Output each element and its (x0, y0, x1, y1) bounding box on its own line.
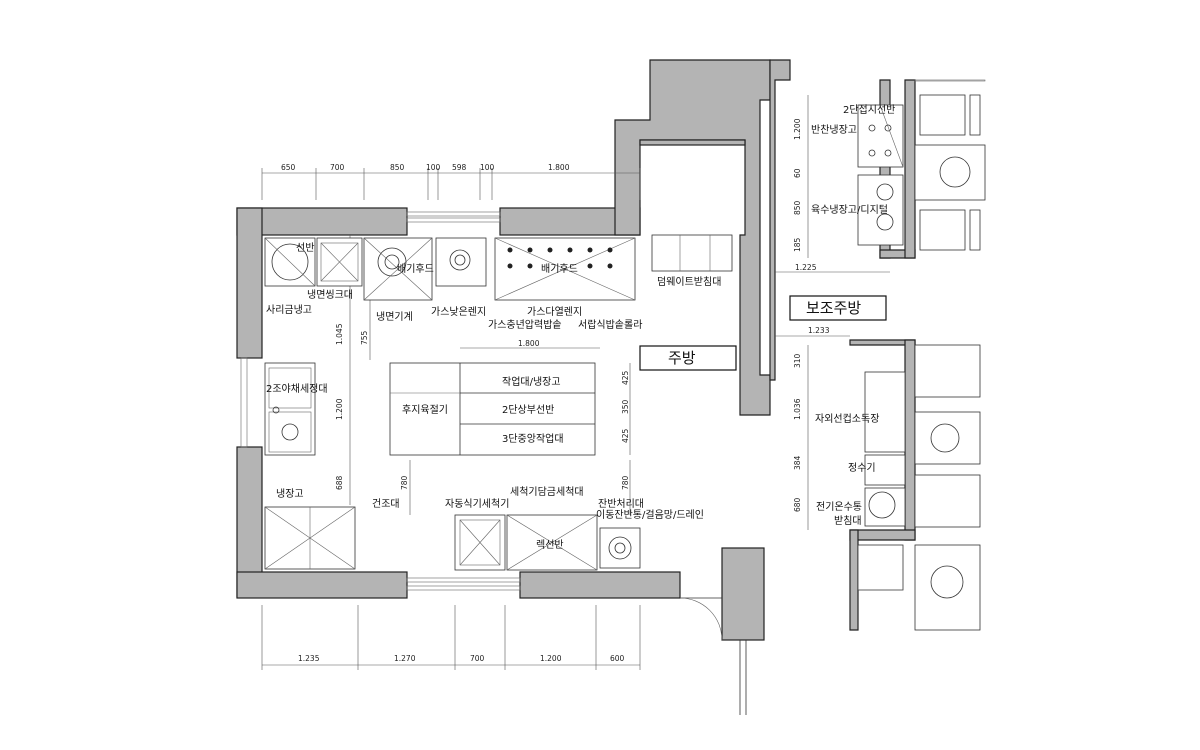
label-refrigerator: 냉장고 (276, 488, 304, 500)
label-noodle-sink: 냉면씽크대 (307, 289, 353, 301)
label-gas-pressure: 가스충년압력밥솥 (488, 318, 562, 331)
dim-sub-310: 310 (793, 353, 802, 368)
dim-bottom-700: 700 (470, 654, 485, 663)
main-kitchen-label: 주방 (668, 349, 696, 367)
windows (240, 211, 521, 591)
label-sub-side-fridge: 반찬냉장고 (811, 124, 857, 136)
main-labels: 선반 냉면씽크대 사리금냉고 배기후드 냉면기계 가스낮은렌지 배기후드 가스다… (266, 242, 721, 551)
dim-sub-680: 680 (793, 497, 802, 512)
dim-island-350: 350 (621, 399, 630, 414)
dim-island-425a: 425 (621, 370, 630, 385)
dim-bottom-600: 600 (610, 654, 625, 663)
dim-sub-384: 384 (793, 455, 802, 470)
dim-top-700: 700 (330, 163, 345, 172)
dim-top-850: 850 (390, 163, 405, 172)
label-veg-wash: 2조야채세정대 (266, 383, 328, 395)
label-drawer-rice: 서랍식밥솥롤라 (578, 318, 642, 331)
label-dryer: 건조대 (372, 498, 400, 510)
sub-kitchen-title: 보조주방 (789, 295, 887, 321)
bottom-counter (454, 514, 641, 571)
dim-sub-1200: 1.200 (793, 118, 802, 140)
dim-sub-1036: 1.036 (793, 398, 802, 420)
label-rack-shelf: 렉선반 (536, 539, 564, 551)
label-shelf: 선반 (296, 242, 314, 254)
dim-top-1800: 1.800 (548, 163, 570, 172)
dim-v-1045: 1.045 (335, 323, 344, 345)
bottom-dimensions: 1.235 1.270 700 1.200 600 (261, 605, 641, 670)
label-scrap-cutter: 후지육절기 (402, 403, 448, 416)
main-kitchen-title: 주방 (639, 345, 737, 371)
sub-kitchen-equipment (857, 79, 986, 631)
dim-top-650: 650 (281, 163, 296, 172)
dim-sub-850: 850 (793, 200, 802, 215)
dim-island-425b: 425 (621, 428, 630, 443)
label-hood-1: 배기후드 (397, 263, 434, 275)
dim-bottom-1235: 1.235 (298, 654, 320, 663)
dim-v-755: 755 (360, 330, 369, 345)
label-sub-sterilizer: 자외선컵소독장 (815, 412, 879, 425)
label-island-work: 작업대/냉장고 (502, 375, 561, 388)
dim-sub-60: 60 (793, 168, 802, 178)
label-sub-purifier: 정수기 (848, 462, 876, 474)
label-sub-stand-2: 받침대 (834, 515, 862, 527)
door-swing (679, 597, 747, 715)
dim-sub-1233: 1.233 (808, 326, 830, 335)
top-dimensions: 650 700 850 100 598 100 1.800 (261, 163, 641, 200)
top-counter (264, 234, 733, 301)
dim-top-100a: 100 (426, 163, 441, 172)
label-gas-multi: 가스다열렌지 (527, 306, 582, 318)
dim-bottom-1200: 1.200 (540, 654, 562, 663)
left-counter (264, 362, 356, 570)
dim-v-688: 688 (335, 475, 344, 490)
label-gas-low: 가스낮은렌지 (431, 306, 486, 318)
label-noodle-machine: 냉면기계 (376, 311, 413, 323)
interior-dimensions: 1.045 755 1.200 688 780 1.800 900 425 35… (335, 235, 631, 515)
label-dishwasher: 자동식기세척기 (445, 498, 509, 510)
label-noodle-fridge: 사리금냉고 (266, 304, 312, 316)
label-dish-rinse: 세척기담금세척대 (510, 486, 584, 498)
dim-sub-1225: 1.225 (795, 263, 817, 272)
dim-sub-185: 185 (793, 237, 802, 252)
dim-v-780: 780 (400, 475, 409, 490)
dim-top-598: 598 (452, 163, 467, 172)
dim-island-1800: 1.800 (518, 339, 540, 348)
label-hood-2: 배기후드 (541, 263, 578, 275)
dim-right-780: 780 (621, 475, 630, 490)
label-sub-water-fridge: 육수냉장고/디지털 (811, 204, 888, 216)
dim-bottom-1270: 1.270 (394, 654, 416, 663)
label-island-shelf: 2단상부선반 (502, 404, 554, 416)
label-tray-mobile: 이동잔반통/걸음망/드레인 (596, 508, 704, 521)
sub-dimensions: 1.200 60 850 185 1.225 1.233 310 1.036 3… (775, 95, 890, 530)
label-sub-shelf: 2단접시선반 (843, 104, 895, 116)
dim-v-1200: 1.200 (335, 398, 344, 420)
label-island-three: 3단중앙작업대 (502, 432, 564, 445)
sub-labels: 2단접시선반 반찬냉장고 육수냉장고/디지털 자외선컵소독장 정수기 전기온수통… (811, 104, 895, 527)
island (389, 362, 596, 456)
label-sub-stand-1: 전기온수통 (816, 501, 862, 513)
sub-kitchen-label: 보조주방 (806, 299, 861, 317)
label-tray-handling: 잔반처리대 (598, 498, 644, 510)
dim-top-100b: 100 (480, 163, 495, 172)
label-dumbwaiter: 덤웨이트받침대 (657, 276, 721, 288)
